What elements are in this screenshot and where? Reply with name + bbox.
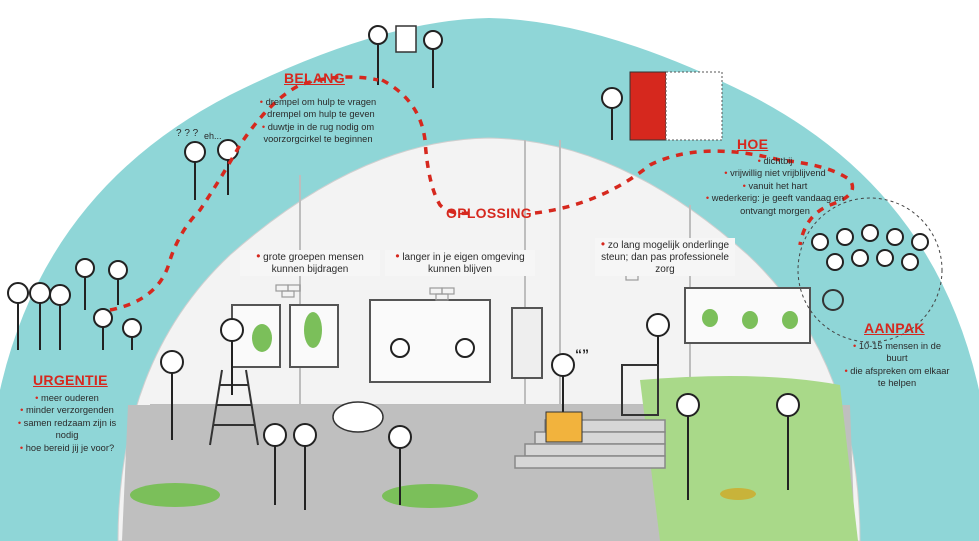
path-urgentie-to-belang: [109, 75, 379, 312]
aanpak-list: 10-15 mensen in de buurt die afspreken o…: [842, 340, 952, 390]
belang-item: drempel om hulp te geven: [238, 108, 398, 120]
belang-item: duwtje in de rug nodig om voorzorgcirkel…: [238, 121, 398, 146]
aanpak-item: die afspreken om elkaar te helpen: [842, 365, 952, 390]
urgentie-list: meer ouderen minder verzorgenden samen r…: [12, 392, 122, 454]
group-circle: [797, 197, 943, 343]
hedge-left: [130, 483, 220, 507]
people-street: [160, 313, 800, 510]
urgentie-heading: URGENTIE: [33, 372, 108, 388]
window-plants: [252, 309, 798, 352]
aanpak-item: 10-15 mensen in de buurt: [842, 340, 952, 365]
urgentie-item: samen redzaam zijn is nodig: [12, 417, 122, 442]
question-marks: ? ? ?: [176, 128, 199, 139]
hoe-heading: HOE: [737, 136, 769, 152]
hoe-item: wederkerig: je geeft vandaag en ontvangt…: [690, 192, 860, 217]
wheelchair: [822, 289, 844, 311]
hoe-list: dichtbij vrijwillig niet vrijblijvend va…: [690, 155, 860, 217]
lawn: [640, 376, 858, 541]
banner-item: • langer in je eigen omgeving kunnen bli…: [385, 250, 535, 276]
walker: [621, 364, 659, 416]
path-belang-to-oplossing: [381, 78, 471, 216]
oplossing-heading: OPLOSSING: [446, 205, 532, 221]
leaf-pile: [720, 488, 756, 500]
people-arch: [7, 25, 701, 350]
speech-bubble: [332, 401, 384, 433]
aanpak-heading: AANPAK: [864, 320, 925, 336]
quote-mark: “”: [575, 346, 589, 362]
banner-text: grote groepen mensen kunnen bijdragen: [263, 252, 364, 275]
hedge-center: [382, 484, 478, 508]
banner-item: • zo lang mogelijk onderlinge steun; dan…: [595, 238, 735, 276]
urgentie-item: hoe bereid jij je voor?: [12, 442, 122, 454]
urgentie-item: minder verzorgenden: [12, 404, 122, 416]
checklist: [395, 25, 417, 53]
banner-text: zo lang mogelijk onderlinge steun; dan p…: [601, 240, 730, 275]
people-group: [811, 224, 929, 271]
hoe-item: vrijwillig niet vrijblijvend: [690, 167, 860, 179]
banner-text: langer in je eigen omgeving kunnen blijv…: [402, 252, 525, 275]
hoe-item: vanuit het hart: [690, 180, 860, 192]
basket: [545, 411, 583, 443]
eh-text: eh...: [204, 131, 222, 141]
door: [511, 307, 543, 379]
ladder: [209, 369, 259, 446]
belang-item: drempel om hulp te vragen: [238, 96, 398, 108]
door-frame: [665, 71, 723, 141]
belang-heading: BELANG: [284, 70, 345, 86]
banner-item: • grote groepen mensen kunnen bijdragen: [240, 250, 380, 276]
belang-list: drempel om hulp te vragen drempel om hul…: [238, 96, 398, 146]
hoe-item: dichtbij: [690, 155, 860, 167]
urgentie-item: meer ouderen: [12, 392, 122, 404]
red-door: [629, 71, 667, 141]
